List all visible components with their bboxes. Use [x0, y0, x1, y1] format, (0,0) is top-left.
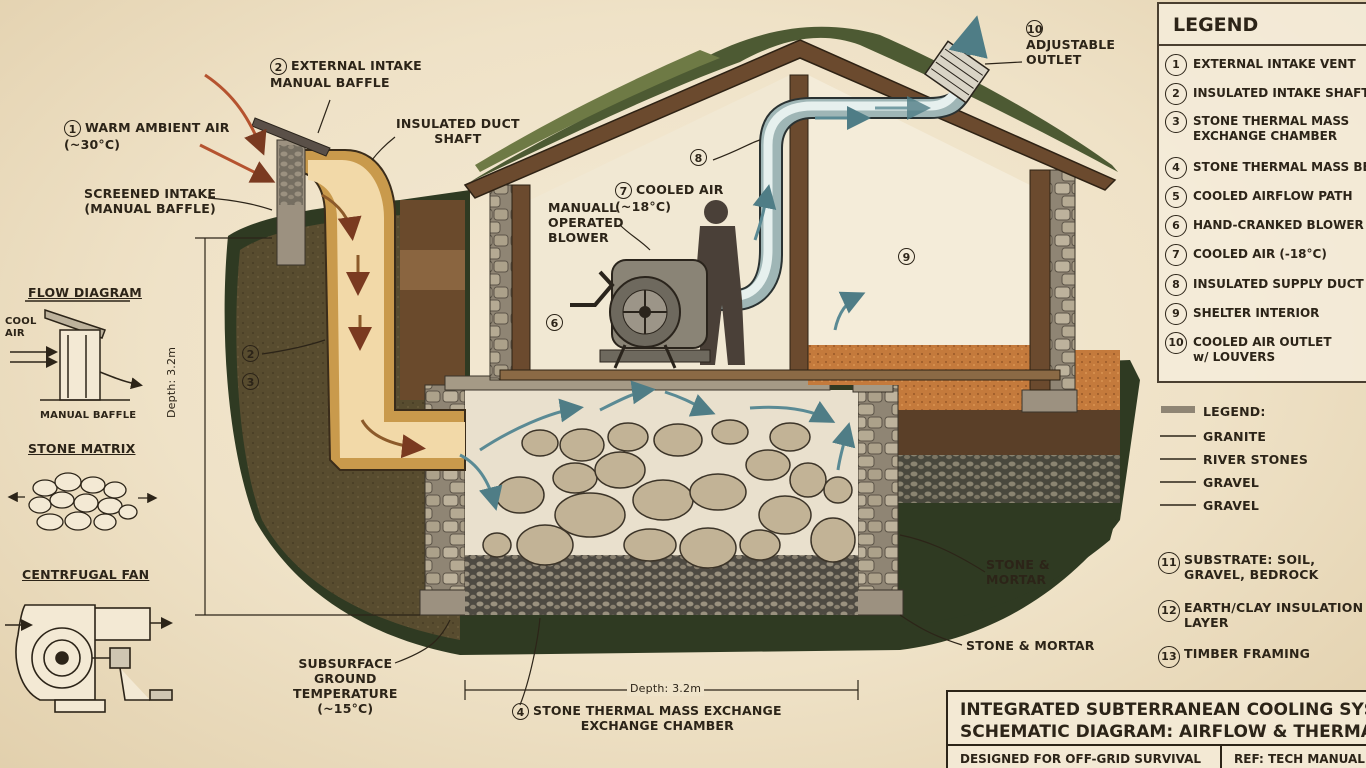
callout-interior-num: 9: [898, 248, 919, 265]
depth-vertical-label: Depth: 3.2m: [165, 346, 178, 418]
title-column-divider: [1220, 744, 1222, 768]
title-block: INTEGRATED SUBTERRANEAN COOLING SYSTEM S…: [946, 690, 1366, 768]
callout-duct-shaft: INSULATED DUCT SHAFT: [396, 116, 520, 146]
material-legend-item: GRAVEL: [1203, 498, 1260, 513]
legend-divider: [1159, 44, 1366, 46]
depth-horizontal-label: Depth: 3.2m: [627, 681, 705, 696]
title-line-1: INTEGRATED SUBTERRANEAN COOLING SYSTEM: [960, 700, 1366, 720]
callout-stone-mortar-2: STONE & MORTAR: [966, 638, 1095, 653]
inset-flow-baffle: MANUAL BAFFLE: [40, 410, 137, 421]
callout-blower: MANUALL OPERATED BLOWER: [548, 200, 624, 245]
material-legend-item: GRANITE: [1203, 429, 1267, 444]
callout-shaft-num-b: 3: [242, 373, 263, 390]
legend-title: LEGEND: [1173, 14, 1259, 36]
callout-supply-num: 8: [690, 149, 711, 166]
callout-screened-intake: SCREENED INTAKE (MANUAL BAFFLE): [84, 186, 217, 216]
title-divider: [948, 744, 1366, 746]
inset-fan-title: CENTRFUGAL FAN: [22, 567, 150, 582]
blower-drawing: [570, 259, 711, 369]
inset-flow-cool: COOL AIR: [5, 316, 37, 339]
title-designed: DESIGNED FOR OFF-GRID SURVIVAL: [960, 752, 1201, 766]
callout-stone-mortar-1: STONE & MORTAR: [986, 557, 1050, 587]
inset-matrix-title: STONE MATRIX: [28, 441, 136, 456]
material-legend-item: GRAVEL: [1203, 475, 1260, 490]
inset-flow-title: FLOW DIAGRAM: [28, 285, 142, 300]
material-legend-title: LEGEND:: [1203, 404, 1266, 419]
title-line-2: SCHEMATIC DIAGRAM: AIRFLOW & THERMAL MAS…: [960, 722, 1366, 742]
callout-blower-num: 6: [546, 314, 567, 331]
callout-subsurface: SUBSURFACE GROUND TEMPERATURE (~15°C): [293, 656, 398, 716]
title-ref: REF: TECH MANUAL: [1234, 752, 1365, 766]
material-legend-item: RIVER STONES: [1203, 452, 1309, 467]
callout-shaft-num-a: 2: [242, 345, 263, 362]
